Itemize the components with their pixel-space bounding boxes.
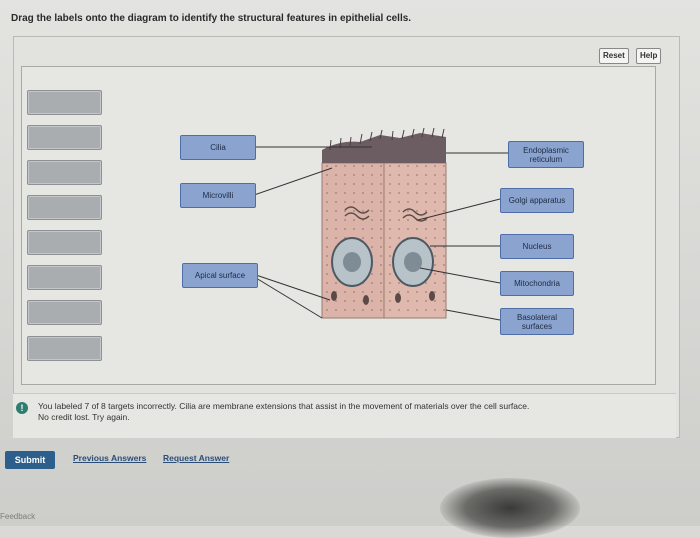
label-bank-slot[interactable]	[27, 90, 102, 115]
label-endoplasmic-reticulum[interactable]: Endoplasmic reticulum	[508, 141, 584, 168]
label-bank-slot[interactable]	[27, 300, 102, 325]
label-basolateral-surfaces[interactable]: Basolateral surfaces	[500, 308, 574, 335]
epithelial-cell-illustration	[253, 127, 508, 321]
help-button[interactable]: Help	[636, 48, 662, 64]
label-cilia[interactable]: Cilia	[180, 135, 256, 160]
request-answer-link[interactable]: Request Answer	[163, 453, 230, 463]
instruction-text: Drag the labels onto the diagram to iden…	[11, 13, 412, 24]
submit-button[interactable]: Submit	[5, 451, 55, 469]
label-bank-slot[interactable]	[27, 195, 102, 220]
label-nucleus[interactable]: Nucleus	[500, 234, 574, 259]
feedback-line-1: You labeled 7 of 8 targets incorrectly. …	[38, 401, 530, 411]
warning-icon: !	[16, 402, 28, 414]
feedback-box	[13, 393, 676, 438]
reset-button[interactable]: Reset	[599, 48, 629, 64]
label-golgi-apparatus[interactable]: Golgi apparatus	[500, 188, 574, 213]
label-microvilli[interactable]: Microvilli	[180, 183, 256, 208]
feedback-message: You labeled 7 of 8 targets incorrectly. …	[38, 401, 658, 423]
label-bank-slot[interactable]	[27, 230, 102, 255]
previous-answers-link[interactable]: Previous Answers	[73, 453, 147, 463]
photo-shadow	[440, 478, 580, 538]
label-mitochondria[interactable]: Mitochondria	[500, 271, 574, 296]
label-bank-slot[interactable]	[27, 265, 102, 290]
label-apical-surface[interactable]: Apical surface	[182, 263, 258, 288]
label-bank-slot[interactable]	[27, 160, 102, 185]
feedback-link[interactable]: Feedback	[0, 512, 36, 521]
feedback-line-2: No credit lost. Try again.	[38, 412, 130, 422]
label-bank-slot[interactable]	[27, 336, 102, 361]
label-bank-slot[interactable]	[27, 125, 102, 150]
